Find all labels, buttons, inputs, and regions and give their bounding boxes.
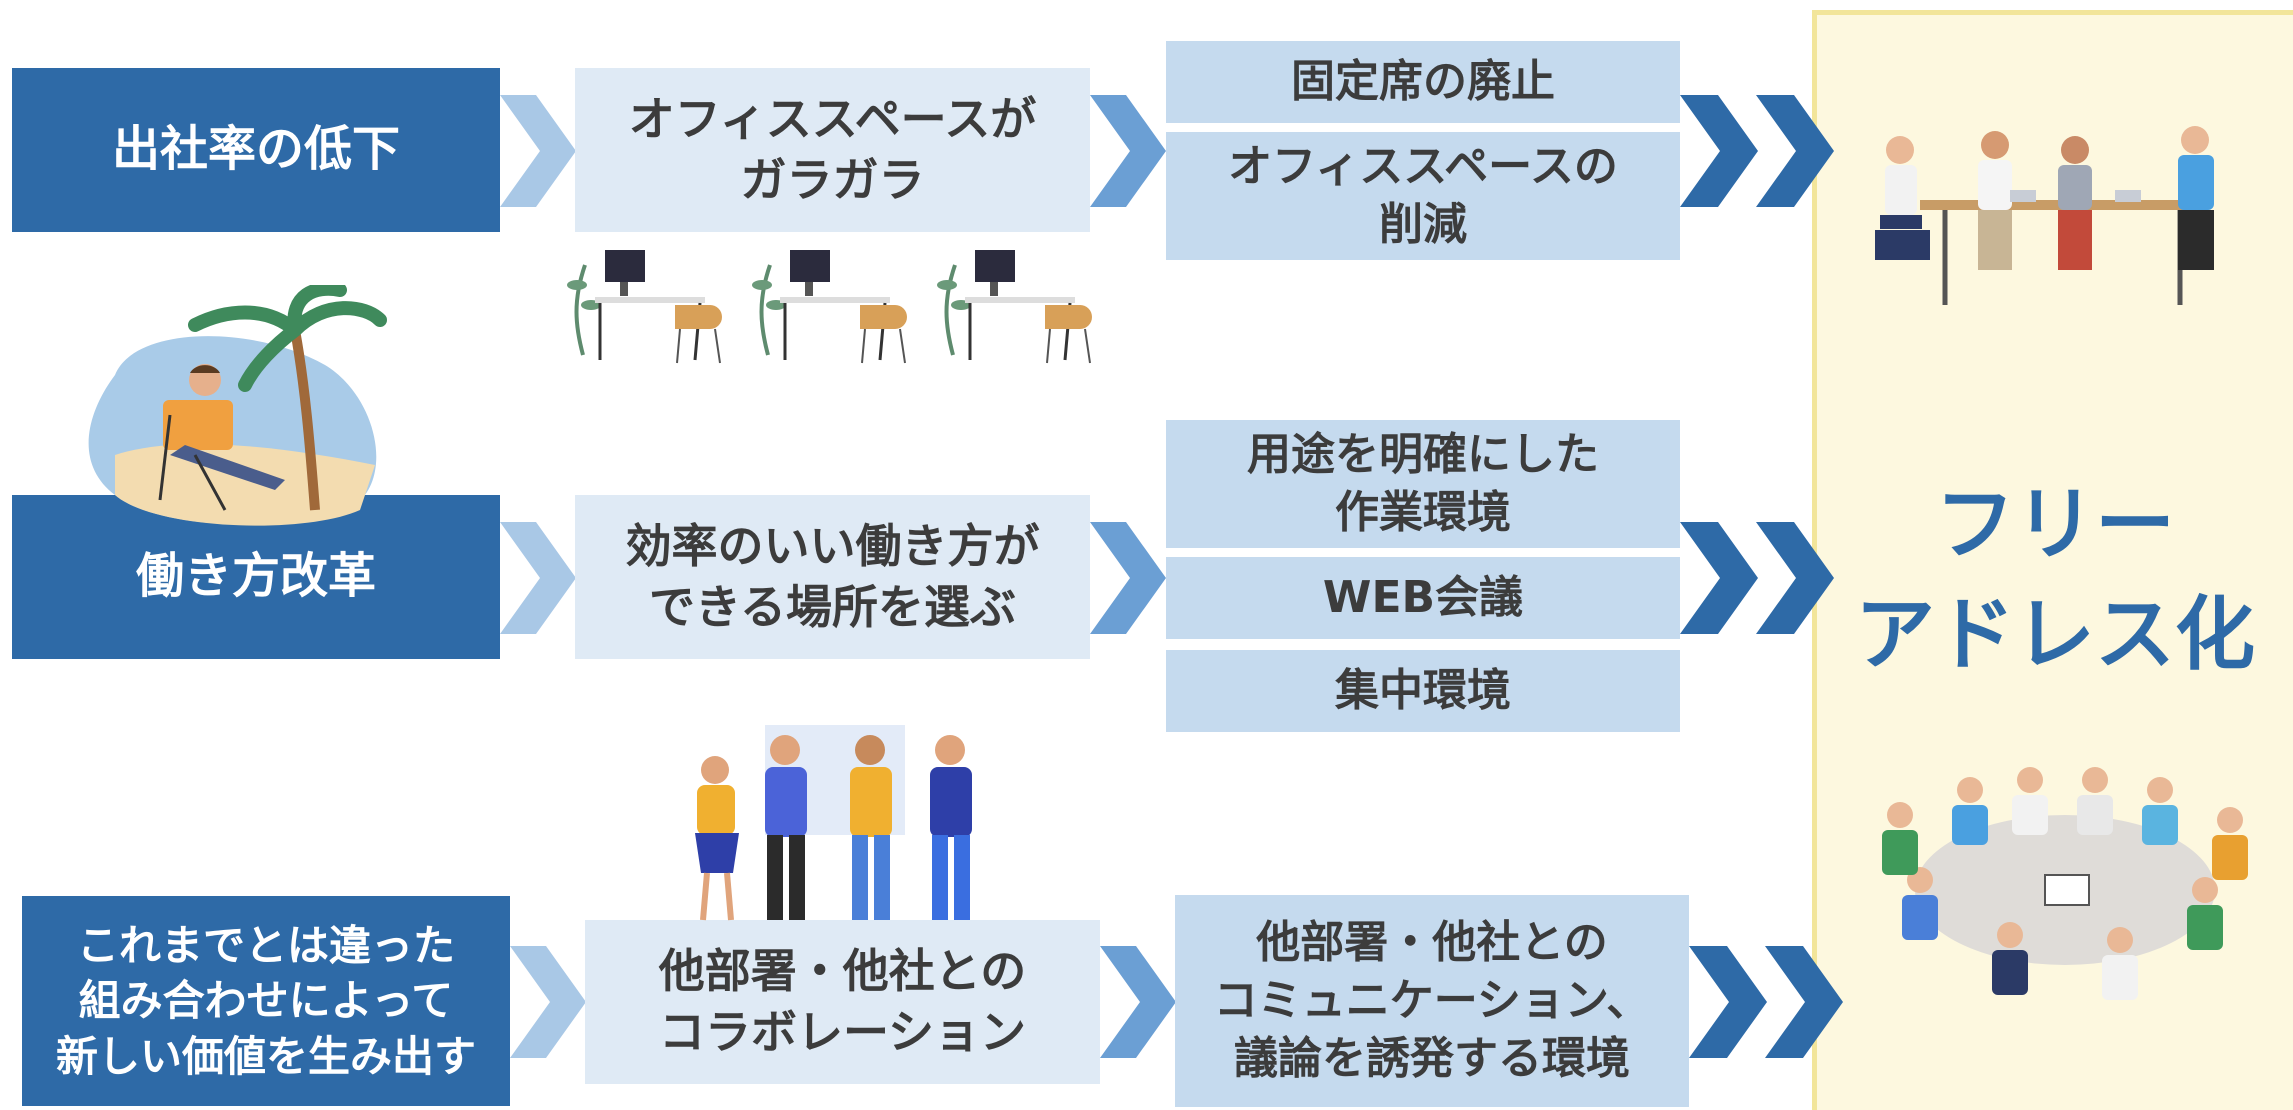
chevron-right-icon: [500, 95, 576, 207]
team-discussion-icon: [695, 725, 972, 921]
meeting-table-icon: [1875, 126, 2214, 305]
chevron-right-icon: [500, 522, 576, 634]
situation-box-2: 効率のいい働き方が できる場所を選ぶ: [575, 495, 1090, 659]
need-box-2c: 集中環境: [1166, 650, 1680, 732]
need-box-2a: 用途を明確にした 作業環境: [1166, 420, 1680, 548]
chevron-right-icon: [1689, 946, 1843, 1058]
situation-box-3: 他部署・他社との コラボレーション: [585, 920, 1100, 1084]
need-box-2b: WEB会議: [1166, 557, 1680, 639]
chevron-right-icon: [510, 946, 586, 1058]
result-title: フリー アドレス化: [1855, 478, 2255, 682]
chevron-right-icon: [1680, 522, 1834, 634]
cause-box-1: 出社率の低下: [12, 68, 500, 232]
situation-box-1: オフィススペースが ガラガラ: [575, 68, 1090, 232]
cause-box-3: これまでとは違った 組み合わせによって 新しい価値を生み出す: [22, 896, 510, 1106]
chevron-right-icon: [1090, 522, 1166, 634]
empty-desk-icon: [567, 250, 1092, 364]
need-box-1a: 固定席の廃止: [1166, 41, 1680, 123]
need-box-3a: 他部署・他社との コミュニケーション、 議論を誘発する環境: [1175, 895, 1689, 1107]
beach-remote-worker-icon: [88, 285, 387, 526]
cause-box-2: 働き方改革: [12, 495, 500, 659]
chevron-right-icon: [1100, 946, 1176, 1058]
need-box-1b: オフィススペースの 削減: [1166, 132, 1680, 260]
chevron-right-icon: [1680, 95, 1834, 207]
chevron-right-icon: [1090, 95, 1166, 207]
round-table-meeting-icon: [1882, 767, 2248, 1000]
